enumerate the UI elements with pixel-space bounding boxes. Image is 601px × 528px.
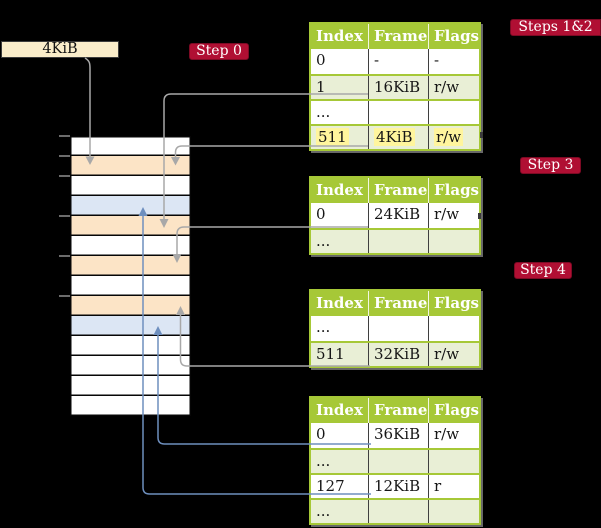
header-frame: Frame [368, 24, 428, 49]
memory-row [70, 156, 191, 176]
memory-row [70, 276, 191, 296]
table-row: ... [311, 448, 479, 473]
table-cell: ... [311, 450, 368, 473]
table-cell [428, 450, 479, 473]
table-cell: r/w [428, 126, 479, 149]
step3-page-table: Index Frame Flags 0 24KiB r/w ... [309, 176, 481, 255]
table-cell: 511 [311, 126, 368, 149]
table-cell [368, 101, 428, 124]
table-header-row: Index Frame Flags [311, 291, 479, 316]
table-cell: 24KiB [368, 203, 428, 228]
table-cell [368, 230, 428, 253]
step4-badge: Step 4 [514, 262, 572, 279]
table-cell: ... [311, 500, 368, 523]
table-row: 0 24KiB r/w [311, 203, 479, 228]
table-cell: 127 [311, 475, 368, 498]
table-cell [428, 230, 479, 253]
table-cell [368, 500, 428, 523]
table-row-highlighted: 511 4KiB r/w [311, 124, 479, 149]
table-cell: r/w [428, 343, 479, 366]
table-row: ... [311, 498, 479, 523]
header-index: Index [311, 291, 368, 316]
table-cell [428, 316, 479, 341]
table-cell: 0 [311, 203, 368, 228]
table-row: 0 - - [311, 49, 479, 74]
table-row: 1 16KiB r/w [311, 74, 479, 99]
header-frame: Frame [368, 178, 428, 203]
memory-row [70, 376, 191, 396]
header-frame: Frame [368, 398, 428, 423]
steps12-page-table: Index Frame Flags 0 - - 1 16KiB r/w ... … [309, 22, 481, 151]
memory-row [70, 316, 191, 336]
header-frame: Frame [368, 291, 428, 316]
frame-size-label: 4KiB [1, 41, 119, 58]
table-cell: 16KiB [368, 76, 428, 99]
table-header-row: Index Frame Flags [311, 178, 479, 203]
table-cell: 36KiB [368, 423, 428, 448]
table-cell: r [428, 475, 479, 498]
memory-row [70, 296, 191, 316]
table-cell: r/w [428, 76, 479, 99]
table-cell: 4KiB [368, 126, 428, 149]
header-index: Index [311, 398, 368, 423]
table-cell: 0 [311, 423, 368, 448]
step0-badge: Step 0 [189, 43, 249, 60]
step3-badge: Step 3 [520, 157, 581, 174]
table-cell: 32KiB [368, 343, 428, 366]
table-cell: 0 [311, 49, 368, 74]
table-header-row: Index Frame Flags [311, 24, 479, 49]
leaf-page-table: Index Frame Flags 0 36KiB r/w ... 127 12… [309, 396, 481, 525]
table-cell [368, 316, 428, 341]
table-row: 511 32KiB r/w [311, 341, 479, 366]
header-flags: Flags [428, 24, 479, 49]
memory-row [70, 236, 191, 256]
memory-column [70, 136, 191, 416]
table-cell: 1 [311, 76, 368, 99]
header-flags: Flags [428, 398, 479, 423]
table-header-row: Index Frame Flags [311, 398, 479, 423]
table-row: ... [311, 99, 479, 124]
table-cell: 511 [311, 343, 368, 366]
header-index: Index [311, 24, 368, 49]
steps12-badge: Steps 1&2 [510, 19, 601, 36]
table-cell: - [428, 49, 479, 74]
table-row: 127 12KiB r [311, 473, 479, 498]
table-cell: 12KiB [368, 475, 428, 498]
memory-row [70, 256, 191, 276]
table-cell [428, 500, 479, 523]
memory-row [70, 396, 191, 416]
table-cell: - [368, 49, 428, 74]
memory-row [70, 196, 191, 216]
memory-row [70, 136, 191, 156]
table-row: 0 36KiB r/w [311, 423, 479, 448]
table-cell: r/w [428, 203, 479, 228]
frame-ticks [59, 135, 70, 297]
table-row: ... [311, 228, 479, 253]
table-row: ... [311, 316, 479, 341]
memory-row [70, 356, 191, 376]
memory-row [70, 336, 191, 356]
table-cell: ... [311, 101, 368, 124]
header-flags: Flags [428, 291, 479, 316]
table-cell: ... [311, 316, 368, 341]
table-cell [368, 450, 428, 473]
table-cell: ... [311, 230, 368, 253]
memory-row [70, 176, 191, 196]
header-index: Index [311, 178, 368, 203]
table-cell [428, 101, 479, 124]
step4-page-table: Index Frame Flags ... 511 32KiB r/w [309, 289, 481, 368]
header-flags: Flags [428, 178, 479, 203]
table-cell: r/w [428, 423, 479, 448]
memory-row [70, 216, 191, 236]
